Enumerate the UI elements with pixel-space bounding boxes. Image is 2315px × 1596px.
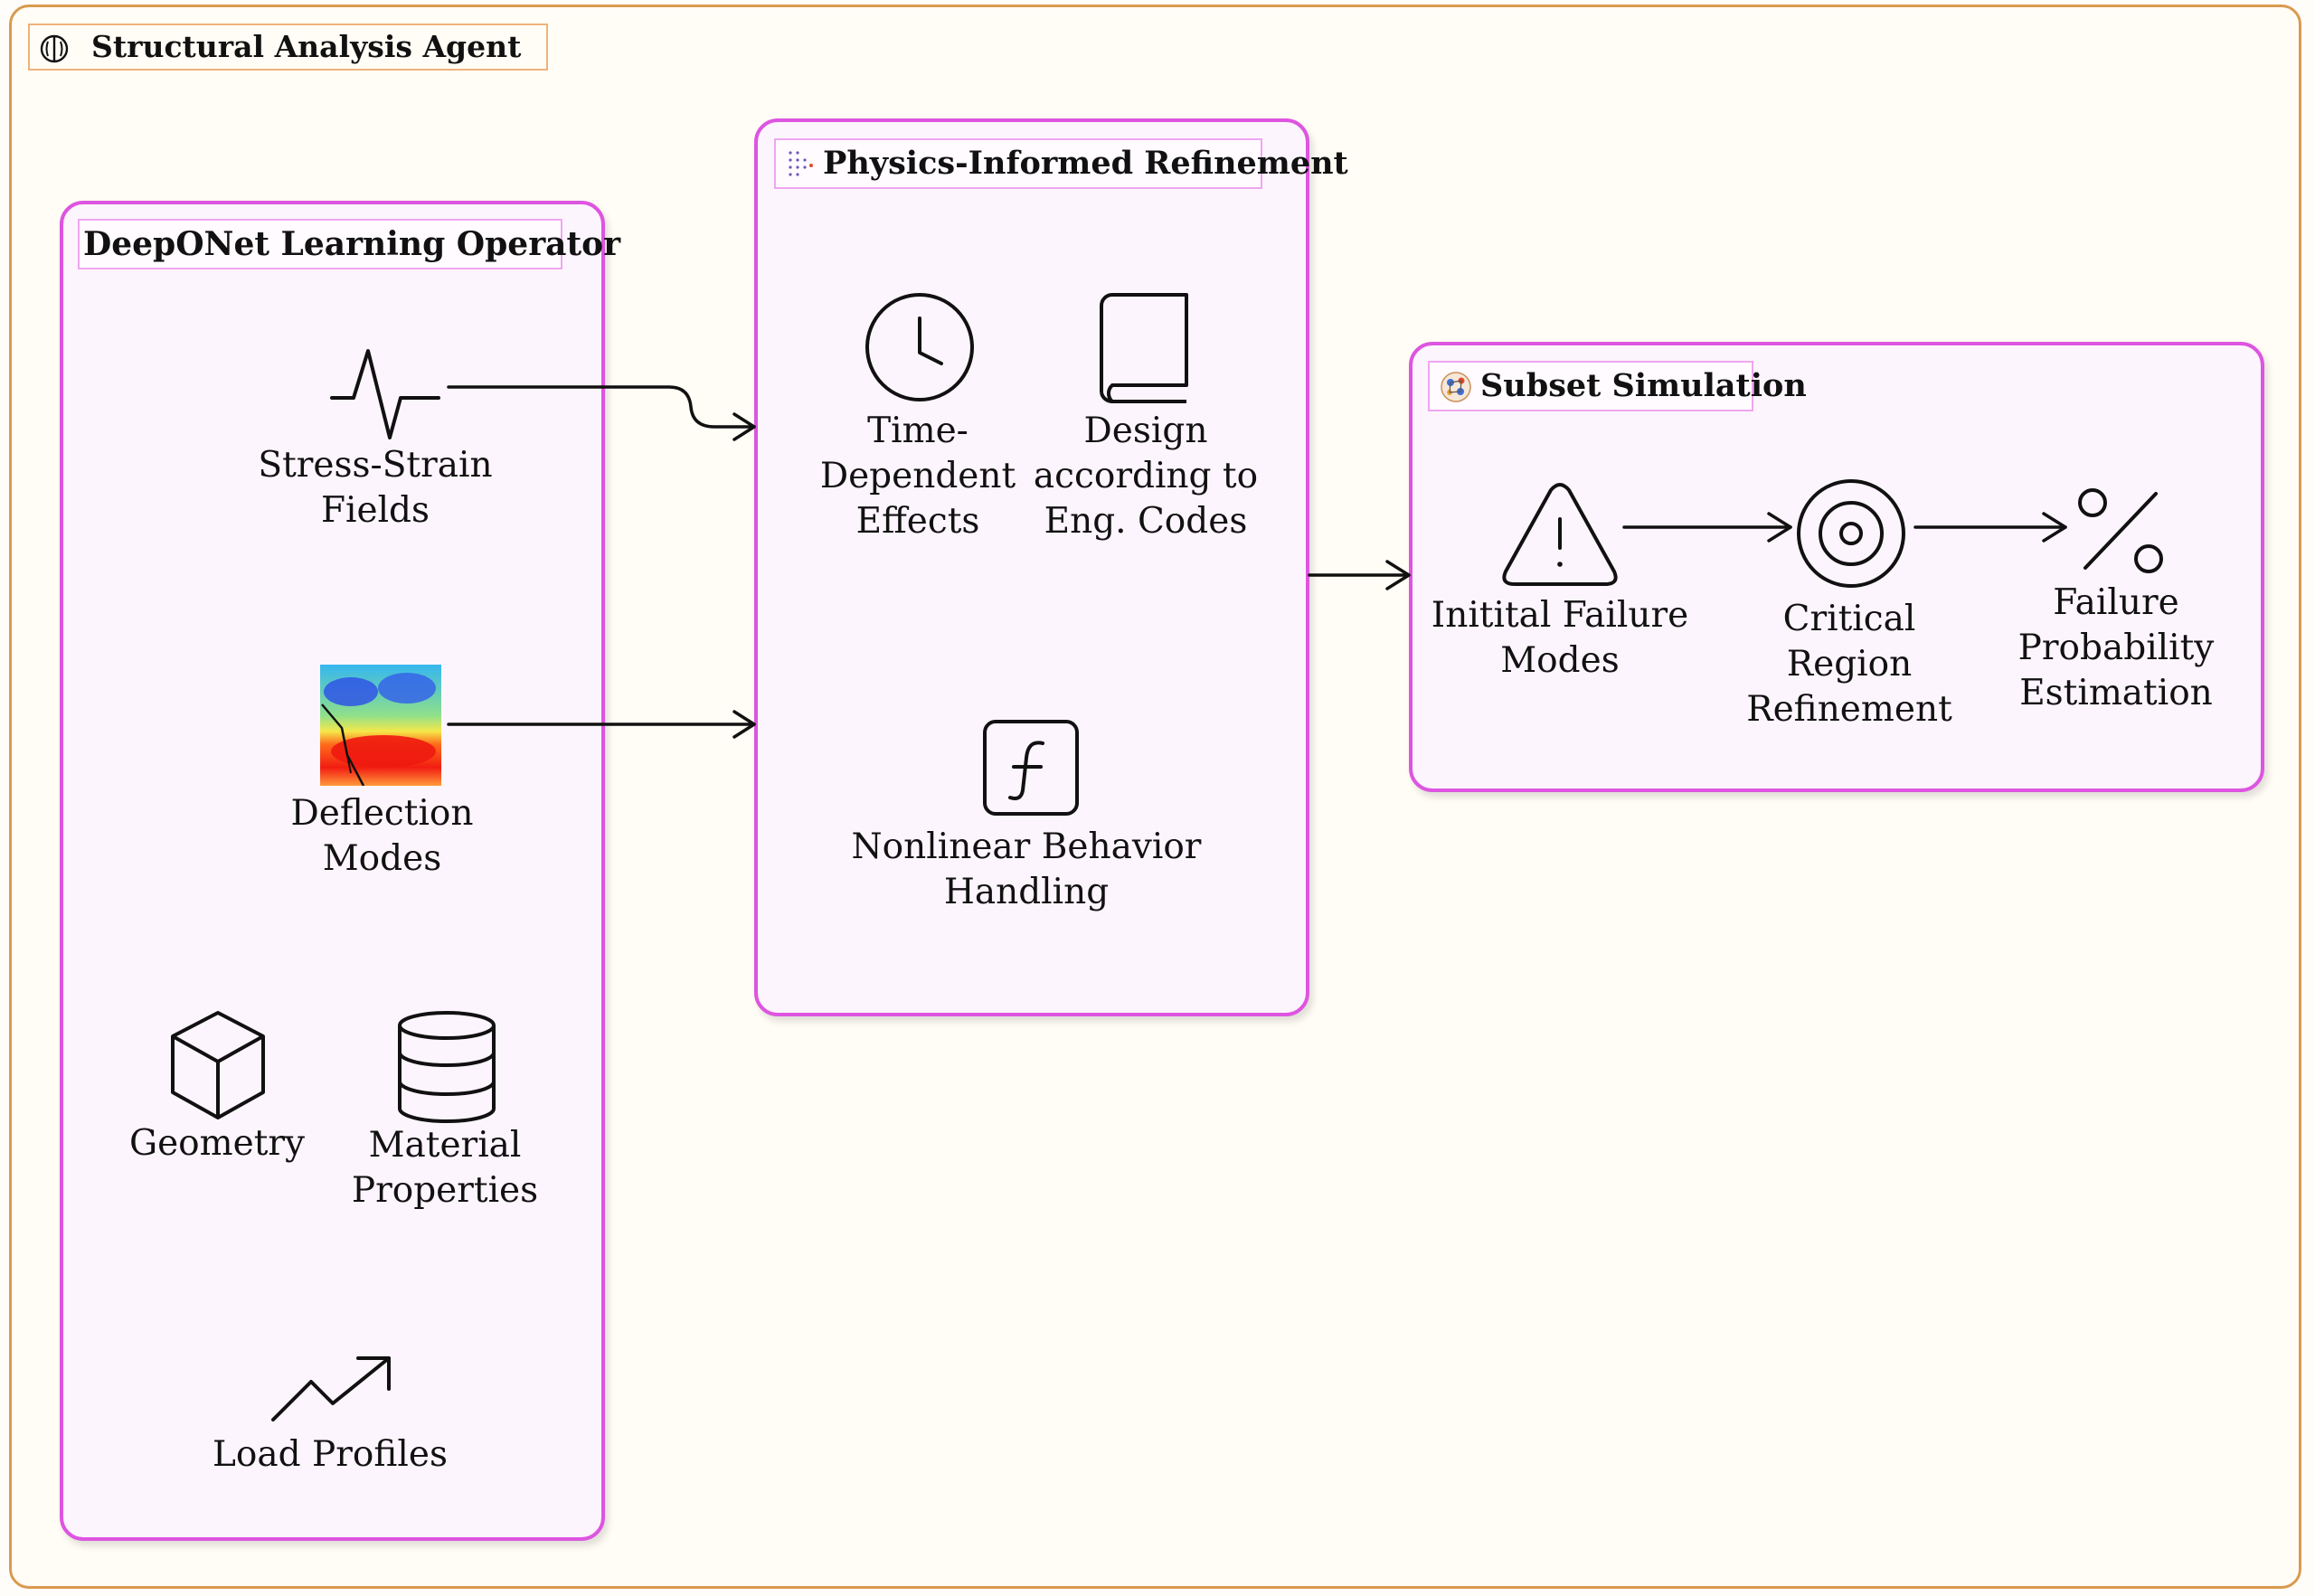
initial-failure-label: Initital Failure Modes [1431, 595, 1689, 681]
subset-panel-title: Subset Simulation [1428, 361, 1807, 411]
target-icon [1797, 479, 1905, 588]
diagram-title: Structural Analysis Agent [28, 24, 549, 71]
deeponet-panel-title: DeepONet Learning Operator [78, 219, 620, 269]
node-critical-region: Critical Region Refinement [1718, 477, 1980, 730]
deflection-label: Deflection Modes [290, 793, 474, 879]
warning-triangle-icon [1502, 483, 1618, 586]
book-icon [1100, 293, 1188, 404]
failure-prob-label: Failure Probability Estimation [2017, 582, 2215, 713]
trend-up-icon [271, 1356, 391, 1421]
subset-panel-title-text: Subset Simulation [1480, 367, 1807, 404]
database-icon [398, 1011, 496, 1123]
node-material: Material Properties [336, 1004, 553, 1221]
percent-icon [2078, 488, 2163, 573]
clock-icon [865, 293, 974, 401]
node-load: Load Profiles [199, 1347, 461, 1492]
physics-panel-title: Physics-Informed Refinement [774, 138, 1348, 189]
critical-region-label: Critical Region Refinement [1746, 599, 1952, 730]
load-label: Load Profiles [213, 1434, 448, 1475]
molecule-icon [1441, 372, 1471, 402]
function-icon [983, 720, 1079, 816]
deeponet-panel-title-text: DeepONet Learning Operator [83, 225, 621, 263]
subset-panel [1409, 342, 2264, 792]
diagram-title-text: Structural Analysis Agent [91, 29, 522, 64]
node-design-codes: Design according to Eng. Codes [1024, 288, 1268, 550]
geometry-label: Geometry [128, 1123, 306, 1164]
nonlinear-label: Nonlinear Behavior Handling [851, 826, 1202, 912]
material-label: Material Properties [351, 1125, 539, 1211]
node-failure-prob: Failure Probability Estimation [1998, 477, 2234, 731]
stress-strain-label: Stress-Strain Fields [258, 445, 493, 531]
node-geometry: Geometry [118, 1004, 317, 1185]
node-deflection: Deflection Modes [244, 663, 520, 889]
physics-panel-title-text: Physics-Informed Refinement [823, 145, 1348, 182]
design-codes-label: Design according to Eng. Codes [1033, 411, 1259, 542]
dotted-grid-icon [789, 151, 813, 176]
physics-panel [754, 118, 1309, 1016]
time-dependent-label: Time- Dependent Effects [819, 411, 1016, 542]
node-time-dependent: Time- Dependent Effects [809, 288, 1026, 550]
brain-icon [40, 34, 69, 63]
cube-icon [171, 1011, 265, 1119]
node-initial-failure: Initital Failure Modes [1429, 477, 1691, 694]
node-nonlinear: Nonlinear Behavior Handling [836, 714, 1216, 922]
pulse-icon [330, 349, 440, 439]
heatmap-image [320, 665, 441, 786]
node-stress-strain: Stress-Strain Fields [235, 335, 515, 543]
